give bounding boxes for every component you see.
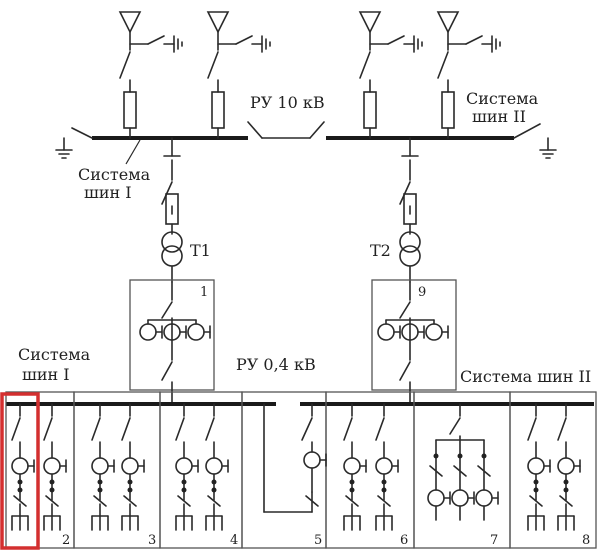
- transformer-feeder-1: [161, 159, 183, 283]
- outgoing-feeder-6b: [376, 404, 398, 530]
- feeder-10kv-1: [119, 11, 183, 139]
- outgoing-feeder-8b: [558, 404, 580, 530]
- cell-number-9: 9: [418, 285, 426, 300]
- label-bus1-bottom-a: Система: [18, 345, 91, 364]
- cell-number-2: 2: [62, 533, 70, 548]
- label-ru10: РУ 10 кВ: [250, 93, 325, 112]
- cell-frame-5: [241, 391, 327, 549]
- cell-number-8: 8: [582, 533, 590, 548]
- cell-frame-4: [159, 391, 243, 549]
- feeder-10kv-3: [359, 11, 423, 139]
- incomer-9: [377, 281, 449, 405]
- cell-number-6: 6: [400, 533, 408, 548]
- cell-frame-6: [325, 391, 415, 549]
- feeder-10kv-2: [207, 11, 271, 139]
- cell-9-box: [371, 279, 457, 391]
- incomer-1: [139, 281, 211, 405]
- ru10-section: РУ 10 кВ Система шин I Система шин II Т1…: [55, 11, 557, 283]
- label-bus1-bottom-b: шин I: [22, 365, 70, 384]
- cell-frame-3: [73, 391, 161, 549]
- cell-frame-2: [5, 391, 75, 549]
- label-ru04: РУ 0,4 кВ: [236, 355, 316, 374]
- cell-number-3: 3: [148, 533, 156, 548]
- transformer-t1: [161, 231, 183, 267]
- cell-frame-7: [413, 391, 511, 549]
- outgoing-feeder-3a: [92, 404, 114, 530]
- label-t2: Т2: [370, 241, 391, 260]
- group-feeder-cell-7: [427, 403, 499, 521]
- cell-number-4: 4: [230, 533, 238, 548]
- cell-frame-8: [509, 391, 597, 549]
- outgoing-feeder-2b: [44, 404, 66, 530]
- ru04-section: 1 9: [0, 279, 597, 550]
- label-bus2-top-a: Система: [466, 89, 539, 108]
- highlight-frame: [0, 392, 40, 550]
- label-bus1-top-b: шин I: [84, 183, 132, 202]
- cell-number-1: 1: [200, 285, 208, 300]
- label-bus2-top-b: шин II: [472, 107, 526, 126]
- outgoing-feeder-4b: [206, 404, 228, 530]
- outgoing-feeder-8a: [528, 404, 550, 530]
- outgoing-feeder-6a: [344, 404, 366, 530]
- cell-number-7: 7: [490, 533, 498, 548]
- outgoing-feeder-3b: [122, 404, 144, 530]
- section-link-cell-5: [263, 403, 327, 513]
- outgoing-feeder-2a: [12, 404, 34, 530]
- outgoing-feeder-4a: [176, 404, 198, 530]
- label-t1: Т1: [190, 241, 211, 260]
- cell-number-5: 5: [314, 533, 322, 548]
- transformer-feeder-2: [399, 159, 421, 283]
- section-switch: [247, 121, 263, 139]
- label-bus1-top-a: Система: [78, 165, 151, 184]
- transformer-t2: [399, 231, 421, 267]
- label-bus2-bottom: Система шин II: [460, 367, 591, 386]
